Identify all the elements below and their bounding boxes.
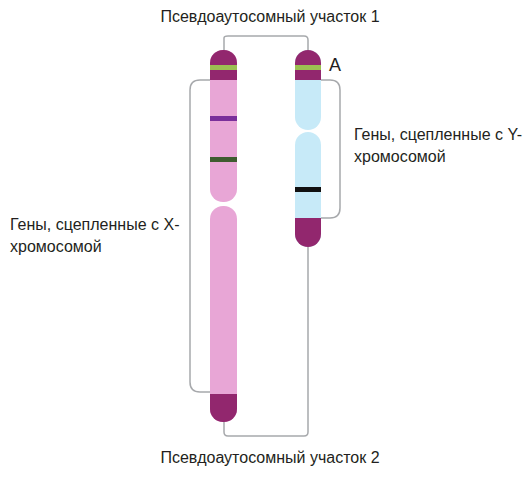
y-short-arm bbox=[295, 50, 321, 130]
callout-letter: А bbox=[329, 54, 359, 76]
x-long-arm bbox=[210, 206, 237, 422]
region-label: Псевдоаутосомный участок 2 bbox=[145, 447, 395, 469]
x-genes-bracket bbox=[190, 80, 210, 392]
par1-bracket bbox=[224, 36, 308, 50]
group-label: Гены, сцепленные с Y-хромосомой bbox=[354, 124, 524, 168]
region-label: Псевдоаутосомный участок 1 bbox=[145, 6, 395, 28]
y-long-arm bbox=[295, 132, 321, 247]
group-label: Гены, сцепленные с X-хромосомой bbox=[10, 214, 182, 258]
x-short-arm bbox=[210, 50, 237, 202]
y-genes-bracket bbox=[321, 80, 340, 218]
bracket-lines bbox=[190, 36, 340, 436]
